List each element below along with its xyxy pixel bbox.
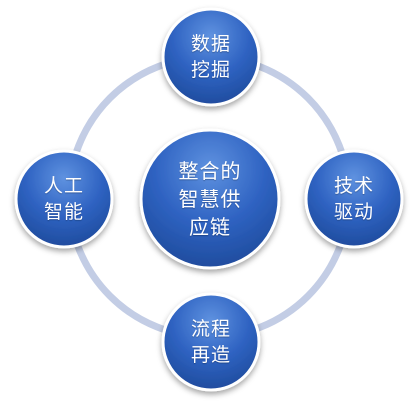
node-circle-left (14, 149, 114, 249)
node-circle-right (304, 149, 404, 249)
center-node-circle (139, 128, 281, 270)
node-circle-top (161, 7, 261, 107)
node-circle-bottom (161, 292, 261, 392)
